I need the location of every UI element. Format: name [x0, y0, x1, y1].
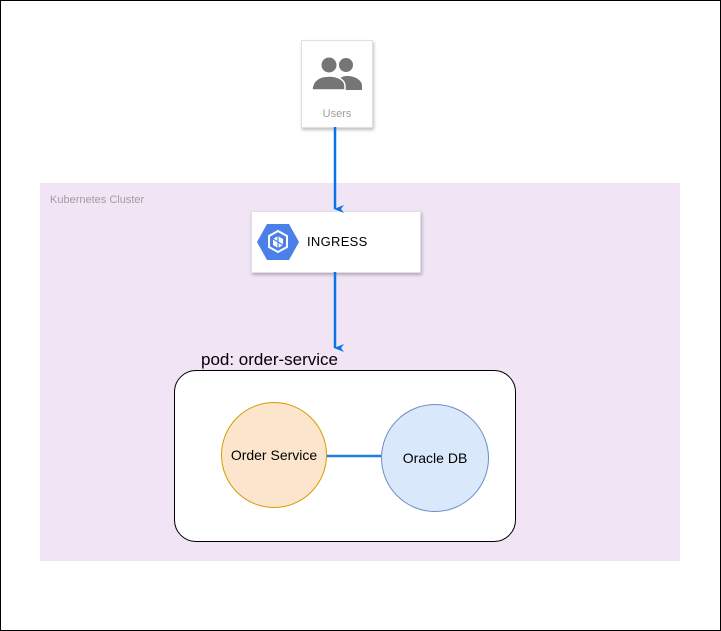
kubernetes-engine-icon — [257, 224, 299, 260]
cluster-label: Kubernetes Cluster — [50, 194, 145, 206]
order-service-label: Order Service — [230, 447, 318, 463]
order-service-node[interactable]: Order Service — [221, 402, 327, 508]
pod-label: pod: order-service — [201, 350, 339, 369]
ingress-label: INGRESS — [307, 234, 368, 249]
oracle-db-label: Oracle DB — [402, 450, 468, 466]
ingress-node[interactable]: INGRESS — [251, 211, 421, 273]
users-group-icon — [311, 57, 362, 91]
oracle-db-node[interactable]: Oracle DB — [381, 404, 489, 512]
users-node[interactable]: Users — [301, 40, 373, 128]
users-label: Users — [322, 108, 352, 120]
